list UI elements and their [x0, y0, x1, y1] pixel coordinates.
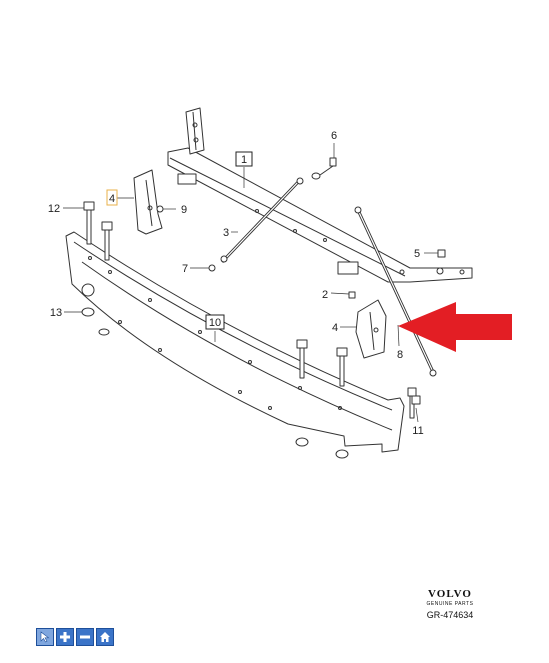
pointer-arrow	[398, 302, 512, 352]
callout-4-highlight	[106, 189, 118, 206]
nut-5[interactable]	[437, 249, 446, 258]
bolt-12-short[interactable]	[101, 221, 113, 261]
nut-13b[interactable]	[98, 328, 110, 336]
zoom-out-button[interactable]	[76, 628, 94, 646]
bolt-center-2[interactable]	[336, 347, 348, 387]
callout-4-left: 4	[109, 193, 115, 205]
svg-text:10: 10	[209, 317, 221, 329]
select-tool-button[interactable]	[36, 628, 54, 646]
minus-icon	[80, 635, 90, 639]
brand-subtitle: GENUINE PARTS	[426, 601, 474, 607]
callout-11: 11	[412, 425, 423, 437]
brand-logo: VOLVO GENUINE PARTS	[410, 588, 490, 607]
cursor-icon	[40, 631, 50, 643]
viewer-toolbar	[36, 628, 114, 646]
zoom-in-button[interactable]	[56, 628, 74, 646]
nut-13[interactable]	[81, 307, 95, 317]
nut-7[interactable]	[208, 264, 216, 272]
callout-6: 6	[331, 130, 337, 142]
callout-13: 13	[50, 307, 62, 319]
callout-1: 1	[235, 151, 253, 167]
nut-9[interactable]	[156, 205, 164, 213]
callout-4-right: 4	[332, 322, 338, 334]
plus-icon	[60, 632, 70, 642]
bolt-12-long[interactable]	[83, 201, 95, 245]
callout-9: 9	[181, 204, 187, 216]
callout-3: 3	[223, 227, 229, 239]
callout-7: 7	[182, 263, 188, 275]
bolt-11[interactable]	[407, 387, 421, 419]
callout-12: 12	[48, 203, 60, 215]
diagram-reference: GR-474634	[426, 610, 474, 620]
home-icon	[100, 632, 110, 642]
nut-bottom-1[interactable]	[295, 437, 309, 447]
bolt-6[interactable]	[311, 157, 337, 180]
home-button[interactable]	[96, 628, 114, 646]
callout-10: 10	[205, 314, 225, 330]
leader-lines	[63, 143, 438, 423]
brand-name: VOLVO	[428, 588, 472, 600]
bolt-2[interactable]	[348, 291, 356, 299]
bracket-left[interactable]	[133, 169, 163, 235]
bolt-center-1[interactable]	[296, 339, 308, 379]
support-strut-left[interactable]	[220, 177, 304, 264]
bracket-right[interactable]	[355, 299, 387, 359]
upper-cross-member[interactable]	[167, 107, 473, 283]
bumper-reinforcement-beam[interactable]	[65, 231, 405, 453]
support-strut-right[interactable]	[354, 206, 437, 377]
callout-5: 5	[414, 248, 420, 260]
svg-text:1: 1	[241, 154, 247, 166]
callout-8: 8	[397, 349, 403, 361]
nut-bottom-2[interactable]	[335, 449, 349, 459]
callout-2: 2	[322, 289, 328, 301]
